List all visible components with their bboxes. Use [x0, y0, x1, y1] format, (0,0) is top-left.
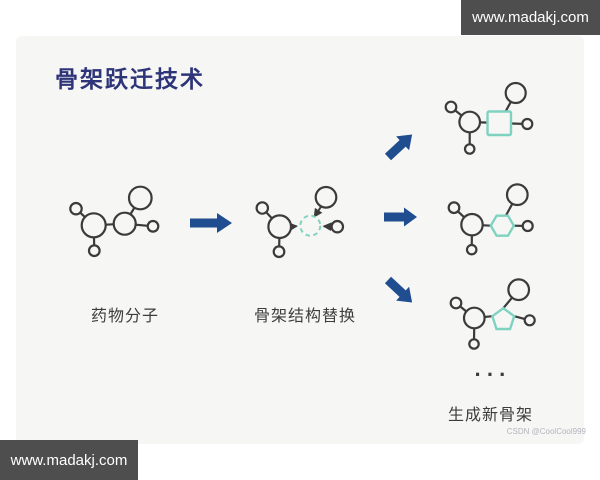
result-molecule-square	[444, 81, 534, 155]
watermark-badge-bottom-left: www.madakj.com	[0, 440, 138, 480]
more-results-ellipsis: ···	[474, 362, 512, 387]
drug-molecule-label: 药物分子	[90, 308, 159, 325]
square-ring-icon	[486, 110, 513, 137]
arrow-right-icon-branch	[384, 207, 417, 227]
scaffold-replace-label: 骨架结构替换	[253, 308, 356, 325]
slide-panel	[16, 36, 584, 444]
arrow-down-right-icon	[384, 276, 413, 303]
dashed-circle-icon	[299, 214, 322, 237]
arrow-right-icon	[190, 213, 232, 233]
credit-watermark: CSDN @CoolCool999	[506, 427, 586, 436]
watermark-badge-top-right: www.madakj.com	[461, 0, 600, 35]
result-molecule-pentagon	[449, 278, 536, 350]
pentagon-ring-icon	[490, 306, 516, 331]
arrow-up-right-icon	[384, 134, 413, 161]
hexagon-ring-icon	[489, 214, 516, 237]
result-molecule-hexagon	[447, 183, 534, 256]
scaffold-replace-molecule	[255, 185, 345, 259]
new-scaffold-label: 生成新骨架	[448, 407, 534, 424]
page-title: 骨架跃迁技术	[55, 66, 205, 92]
drug-molecule	[69, 185, 160, 258]
